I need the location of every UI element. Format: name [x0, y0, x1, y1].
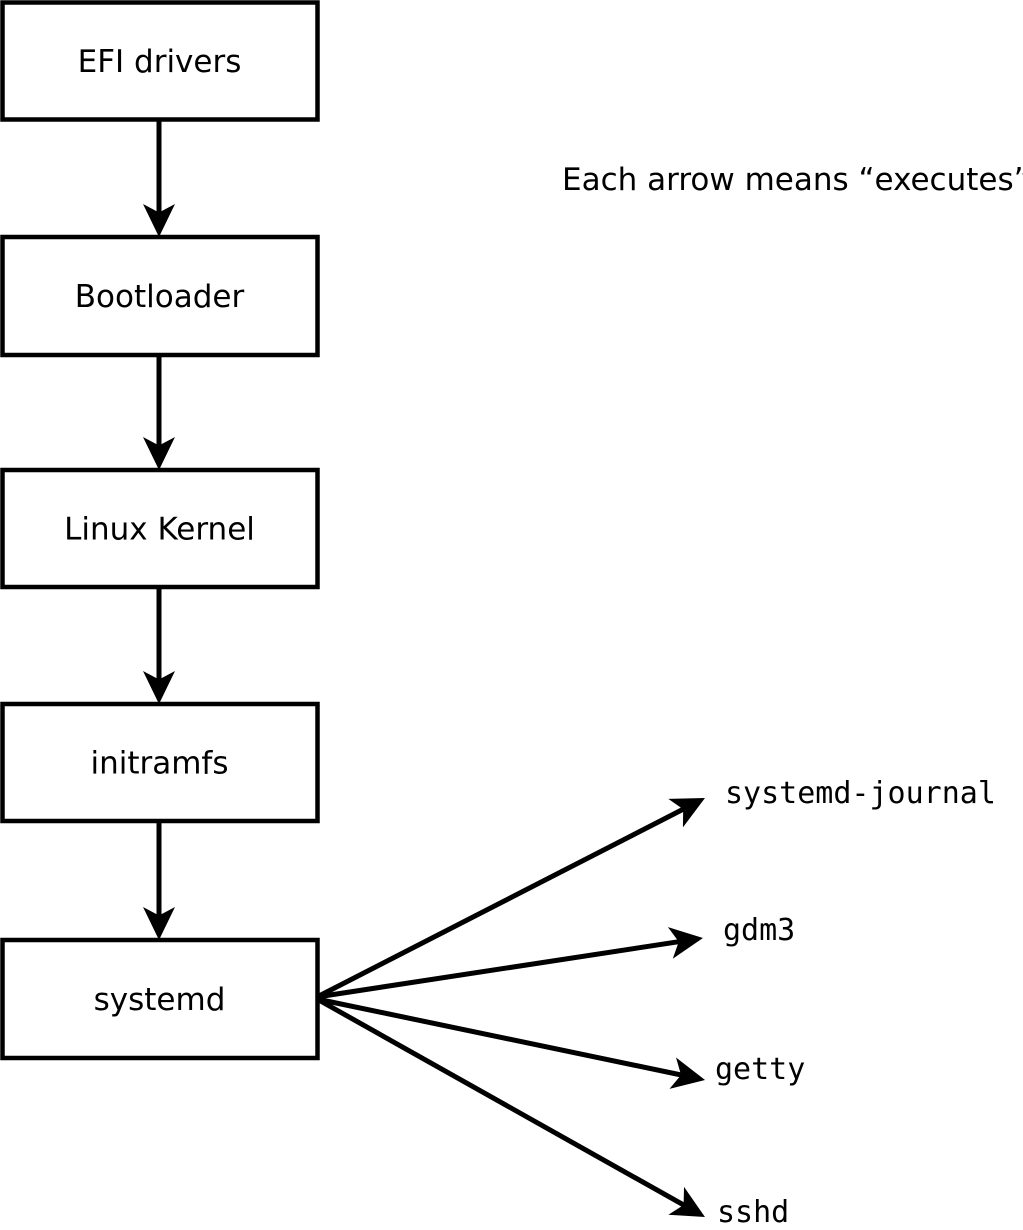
- node-label: Linux Kernel: [64, 512, 255, 548]
- arrow-systemd-to-systemd-journal: [315, 798, 705, 1000]
- node-label: systemd: [94, 982, 226, 1018]
- process-label-systemd-journal: systemd-journal: [725, 776, 996, 811]
- process-label-getty: getty: [715, 1052, 805, 1087]
- arrow-systemd-to-sshd: [315, 996, 705, 1217]
- node-box: [0, 701, 320, 824]
- node-label: Bootloader: [75, 279, 245, 315]
- arrow-systemd-to-gdm3: [316, 927, 703, 1000]
- node-linux-kernel: Linux Kernel: [0, 467, 320, 590]
- node-initramfs: initramfs: [0, 701, 320, 824]
- node-box: [0, 467, 320, 590]
- node-systemd: systemd: [0, 937, 320, 1061]
- node-efi-drivers: EFI drivers: [0, 0, 320, 122]
- arrow-systemd-to-getty: [316, 996, 706, 1089]
- node-box: [0, 234, 320, 358]
- node-label: initramfs: [90, 746, 228, 782]
- node-bootloader: Bootloader: [0, 234, 320, 358]
- node-box: [0, 937, 320, 1061]
- process-label-sshd: sshd: [717, 1195, 789, 1230]
- process-label-gdm3: gdm3: [723, 913, 795, 948]
- caption-text: Each arrow means “executes”.: [562, 162, 1023, 198]
- node-box: [0, 0, 320, 122]
- node-label: EFI drivers: [78, 44, 242, 80]
